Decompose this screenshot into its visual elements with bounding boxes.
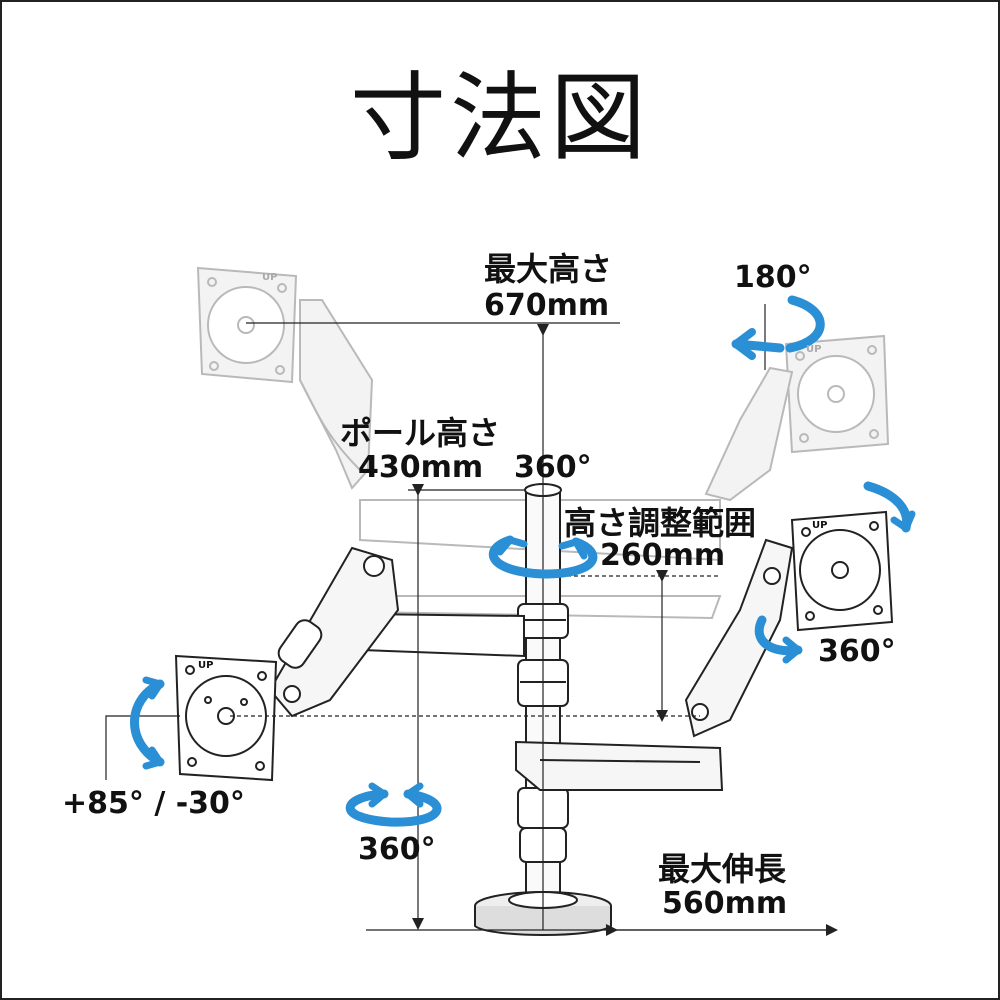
upper-right-vesa-plate bbox=[784, 334, 890, 454]
raised-configuration-ghost bbox=[196, 266, 890, 620]
page-title: 寸法図 bbox=[350, 62, 650, 174]
max-height-label: 最大高さ bbox=[484, 250, 613, 288]
dimension-lines bbox=[105, 304, 838, 936]
max-height-value: 670mm bbox=[484, 288, 610, 323]
pole-height-value: 430mm bbox=[358, 450, 484, 485]
lower-right-arm bbox=[515, 538, 794, 791]
pole-height-label: ポール高さ bbox=[340, 414, 501, 452]
max-extension-value: 560mm bbox=[662, 886, 788, 921]
vesa-up-marker-upper-left: UP bbox=[262, 272, 278, 283]
vesa-up-marker-left: UP bbox=[198, 660, 214, 671]
height-adjust-label: 高さ調整範囲 bbox=[564, 504, 757, 542]
upper-left-vesa-plate bbox=[196, 266, 298, 384]
lower-right-vesa-plate bbox=[790, 510, 894, 632]
rotation-360-right-plate-arrow bbox=[863, 481, 916, 533]
rotation-arrows bbox=[130, 295, 916, 827]
max-extension-label: 最大伸長 bbox=[658, 850, 787, 888]
lower-left-vesa-plate bbox=[174, 654, 278, 782]
tilt-range-label: +85° / -30° bbox=[62, 786, 245, 821]
rotation-360-right-arrow bbox=[754, 615, 803, 664]
height-adjust-value: 260mm bbox=[600, 538, 726, 573]
vesa-up-marker-right: UP bbox=[812, 520, 828, 531]
rotation-360-bottom-label: 360° bbox=[358, 832, 436, 867]
rotation-360-pole-top-arrow bbox=[488, 535, 598, 579]
rotation-360-top-label: 360° bbox=[514, 450, 592, 485]
rotation-180-arrow bbox=[731, 295, 825, 360]
vesa-up-marker-upper-right: UP bbox=[806, 344, 822, 355]
rotation-360-right-label: 360° bbox=[818, 634, 896, 669]
lower-left-arm bbox=[268, 546, 525, 718]
rotation-360-bottom-arrow bbox=[345, 782, 442, 827]
rotation-180-label: 180° bbox=[734, 260, 812, 295]
tilt-arrow bbox=[130, 676, 165, 770]
